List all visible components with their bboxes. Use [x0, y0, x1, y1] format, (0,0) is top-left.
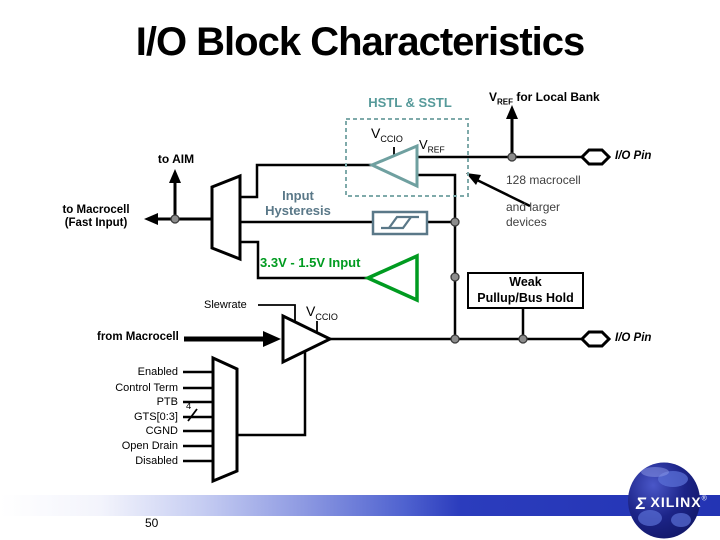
hysteresis-box — [371, 210, 429, 236]
arrowhead-note-icon — [466, 173, 481, 185]
junction-dot — [450, 217, 460, 227]
page-title: I/O Block Characteristics — [135, 20, 586, 64]
vccio-comparator-label: VCCIO — [371, 125, 403, 144]
mux-input-open-drain: Open Drain — [121, 440, 178, 452]
input-hysteresis-label: Input Hysteresis — [265, 188, 331, 218]
output-control-mux — [211, 355, 239, 484]
arrowhead-to-macrocell-icon — [144, 213, 158, 225]
junction-dot — [518, 334, 528, 344]
arrowhead-from-macrocell-icon — [263, 331, 281, 347]
input-select-mux — [210, 173, 242, 262]
mux-input-gts: GTS[0:3] — [133, 411, 178, 423]
to-macrocell-label: to Macrocell (Fast Input) — [62, 204, 130, 229]
input-range-label: 3.3V - 1.5V Input — [260, 255, 361, 270]
globe-gloss-icon — [641, 467, 669, 477]
io-pin-symbol-top — [579, 148, 612, 166]
vref-local-bank-label: VREF for Local Bank — [489, 90, 600, 107]
weak-pullup-box: Weak Pullup/Bus Hold — [467, 272, 584, 309]
mux-input-control-term: Control Term — [115, 382, 178, 394]
hysteresis-glyph-icon — [388, 215, 419, 229]
to-aim-label: to AIM — [157, 152, 195, 166]
output-buffer-icon — [281, 313, 334, 365]
arrowhead-vref-bank-icon — [506, 105, 518, 119]
note-pointer-line — [476, 178, 531, 208]
junction-dot — [507, 152, 517, 162]
xilinx-globe-logo — [628, 462, 700, 539]
macrocell-note-line2: and larger — [506, 200, 561, 214]
xilinx-wordmark: Σ XILINX® — [636, 494, 707, 513]
io-pin-symbol-bottom — [579, 330, 612, 348]
from-macrocell-label: from Macrocell — [97, 331, 179, 343]
wire-comparator-output — [240, 163, 372, 199]
io-pin-label-top: I/O Pin — [615, 150, 652, 162]
macrocell-note: and larger devices — [506, 200, 560, 230]
hstl-sstl-label: HSTL & SSTL — [368, 95, 452, 110]
globe-continent-icon — [638, 510, 662, 526]
mux-input-enabled: Enabled — [137, 366, 178, 378]
hysteresis-glyph-icon — [381, 216, 412, 230]
lv-input-buffer-icon — [363, 253, 419, 303]
junction-dot — [170, 214, 180, 224]
arrowhead-to-aim-icon — [169, 169, 181, 183]
slewrate-label: Slewrate — [204, 299, 247, 311]
vccio-buffer-label: VCCIO — [306, 303, 338, 322]
bus-width-slash-icon — [187, 408, 198, 422]
wire-slewrate — [258, 304, 296, 323]
bus-width-label: 4 — [186, 401, 192, 412]
junction-dot — [450, 334, 460, 344]
macrocell-note-line3: devices — [506, 215, 547, 229]
io-pin-label-bottom: I/O Pin — [615, 332, 652, 344]
wire-enable-path — [237, 351, 307, 437]
mux-input-cgnd: CGND — [145, 425, 178, 437]
globe-continent-icon — [671, 513, 691, 527]
mux-input-disabled: Disabled — [135, 455, 178, 467]
junction-dot — [450, 272, 460, 282]
xilinx-sigma-icon: Σ — [636, 494, 647, 513]
hstl-comparator-icon — [368, 143, 419, 189]
vref-label: VREF — [419, 137, 445, 155]
macrocell-note-line1: 128 macrocell — [506, 173, 581, 187]
footer-gradient-band — [0, 495, 720, 516]
wire-pin-feedback-bus — [417, 173, 457, 339]
hstl-sstl-dashed-box — [345, 118, 469, 197]
mux-input-ptb: PTB — [156, 396, 178, 408]
wire-green-buffer-output — [240, 240, 368, 280]
page-number: 50 — [145, 516, 159, 530]
